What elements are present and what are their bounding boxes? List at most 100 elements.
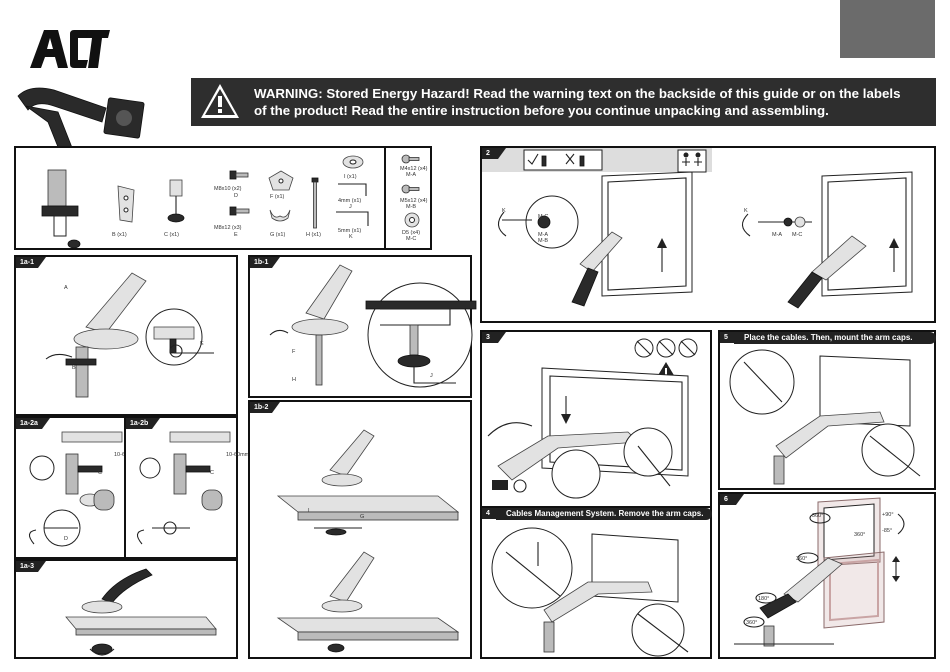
label-a: A — [64, 285, 68, 291]
step-1a-1-tab: 1a-1 — [16, 257, 46, 268]
part-j-label: J — [349, 204, 352, 210]
part-i-washer-icon — [342, 155, 364, 169]
warning-line-2: of the product! Read the entire instruct… — [254, 103, 829, 118]
label-mc-1: M-C — [538, 214, 549, 220]
step-3-panel: 3 — [480, 330, 712, 508]
two-person-icon — [677, 149, 707, 173]
label-i: I — [308, 508, 310, 514]
step-1b-1-tab: 1b-1 — [250, 257, 280, 268]
part-g-label: G (x1) — [270, 232, 286, 238]
part-e-label: E — [234, 232, 238, 238]
step-5-illustration — [729, 349, 921, 485]
part-d-label: D — [234, 193, 238, 199]
step-4-illustration — [491, 527, 689, 657]
step-1b-1-panel: 1b-1 F H J — [248, 255, 477, 398]
label-j: J — [430, 373, 433, 379]
step-6-tab: 6 — [720, 494, 744, 505]
label-tilt-up: +90° — [882, 512, 894, 518]
step-2-illustration — [497, 171, 913, 309]
part-d-qty: M8x10 (x2) — [214, 186, 242, 192]
step-3-illustration — [487, 367, 689, 499]
warning-text: WARNING: Stored Energy Hazard! Read the … — [254, 85, 934, 119]
label-mb-1: M-B — [538, 238, 549, 244]
part-mc-qty: D5 (x4) — [402, 230, 421, 236]
step-1b-2-illustration — [276, 429, 460, 653]
step-6-panel: 6 360° 360° 360° 180° 360° +90° -85° — [718, 492, 936, 659]
step-4-caption: Cables Management System. Remove the arm… — [496, 508, 712, 520]
parts-list-panel: B (x1) C (x1) M8x10 (x2) D M8x12 (x3) E … — [14, 146, 432, 250]
step-2-panel: 2 M-C M-A M-B K M-A M-C K — [480, 146, 936, 323]
label-g: G — [360, 514, 365, 520]
warning-banner — [191, 78, 936, 126]
label-ma-1: M-A — [538, 232, 549, 238]
step-1a-3-panel: 1a-3 — [14, 559, 238, 659]
label-ma-2: M-A — [772, 232, 783, 238]
act-logo — [30, 30, 110, 68]
label-tilt-down: -85° — [882, 528, 893, 534]
part-c-icon — [167, 179, 185, 223]
part-c-label: C (x1) — [164, 232, 179, 238]
step-5-panel: 5 Place the cables. Then, mount the arm … — [718, 330, 936, 490]
correct-incorrect-screw-icons — [523, 149, 603, 171]
step-1a-2a-illustration — [28, 431, 123, 547]
part-b-label: B (x1) — [112, 232, 127, 238]
step-1a-2b-tab: 1a-2b — [126, 418, 160, 429]
step-6-illustration — [734, 497, 905, 647]
part-ma-qty: M4x12 (x4) — [400, 166, 428, 172]
label-b: B — [72, 365, 76, 371]
part-j-qty: 4mm (x1) — [338, 198, 362, 204]
step-1a-1-panel: 1a-1 A B E — [14, 255, 238, 416]
part-g-wingnut-icon — [269, 209, 291, 222]
label-d-1: D — [64, 536, 68, 542]
part-e-screw-icon — [229, 206, 250, 216]
label-rot-360-1: 360° — [812, 513, 824, 519]
part-mc-label: M-C — [406, 236, 417, 242]
part-d-screw-icon — [229, 170, 249, 180]
label-rot-180: 180° — [758, 596, 770, 602]
label-k-1: K — [502, 208, 506, 214]
part-k-qty: 5mm (x1) — [338, 228, 362, 234]
part-k-hexkey-icon — [336, 211, 369, 226]
step-3-tab: 3 — [482, 332, 506, 343]
part-mc-washer-icon — [404, 212, 420, 228]
step-1a-3-illustration — [65, 568, 217, 656]
label-f: F — [292, 349, 296, 355]
part-k-label: K — [349, 234, 353, 240]
part-e-qty: M8x12 (x3) — [214, 225, 242, 231]
step-1a-2a-tab: 1a-2a — [16, 418, 50, 429]
part-f-label: F (x1) — [270, 194, 285, 200]
part-mb-screw-icon — [401, 184, 420, 194]
step-1a-2b-panel: 1a-2b 10-60mm C — [124, 416, 249, 559]
step-1b-2-tab: 1b-2 — [250, 402, 280, 413]
label-rot-360-3: 360° — [796, 556, 808, 562]
label-c-1: C — [98, 470, 102, 476]
parts-divider — [384, 148, 386, 248]
part-i-label: I (x1) — [344, 174, 357, 180]
part-ma-label: M-A — [406, 172, 417, 178]
label-rot-360-4: 360° — [746, 620, 758, 626]
step-5-tab: 5 — [720, 332, 744, 343]
corner-grey-tab — [840, 0, 935, 58]
step-1a-3-tab: 1a-3 — [16, 561, 46, 572]
part-b-icon — [117, 185, 135, 223]
step-1a-1-illustration — [45, 272, 214, 398]
part-h-label: H (x1) — [306, 232, 321, 238]
part-ma-screw-icon — [401, 154, 420, 164]
label-mc-2: M-C — [792, 232, 803, 238]
label-k-2: K — [744, 208, 748, 214]
step-2-tab: 2 — [482, 148, 506, 159]
step-1a-2a-panel: 1a-2a 10-65mm C D — [14, 416, 137, 559]
label-dim-2: 10-60mm — [226, 452, 250, 458]
step-1b-2-panel: 1b-2 I G — [248, 400, 472, 659]
warning-line-1: WARNING: Stored Energy Hazard! Read the … — [254, 86, 901, 101]
warning-triangle-icon — [201, 84, 239, 118]
step-1b-1-illustration — [269, 264, 477, 388]
label-c-2: C — [210, 470, 214, 476]
part-j-hexkey-icon — [338, 183, 367, 196]
part-mb-label: M-B — [406, 204, 417, 210]
step-1a-2b-illustration — [136, 431, 231, 545]
step-4-panel: 4 Cables Management System. Remove the a… — [480, 506, 712, 659]
part-mb-qty: M5x12 (x4) — [400, 198, 428, 204]
clamp-mount-illustration — [41, 169, 81, 249]
step-5-caption: Place the cables. Then, mount the arm ca… — [734, 332, 936, 344]
